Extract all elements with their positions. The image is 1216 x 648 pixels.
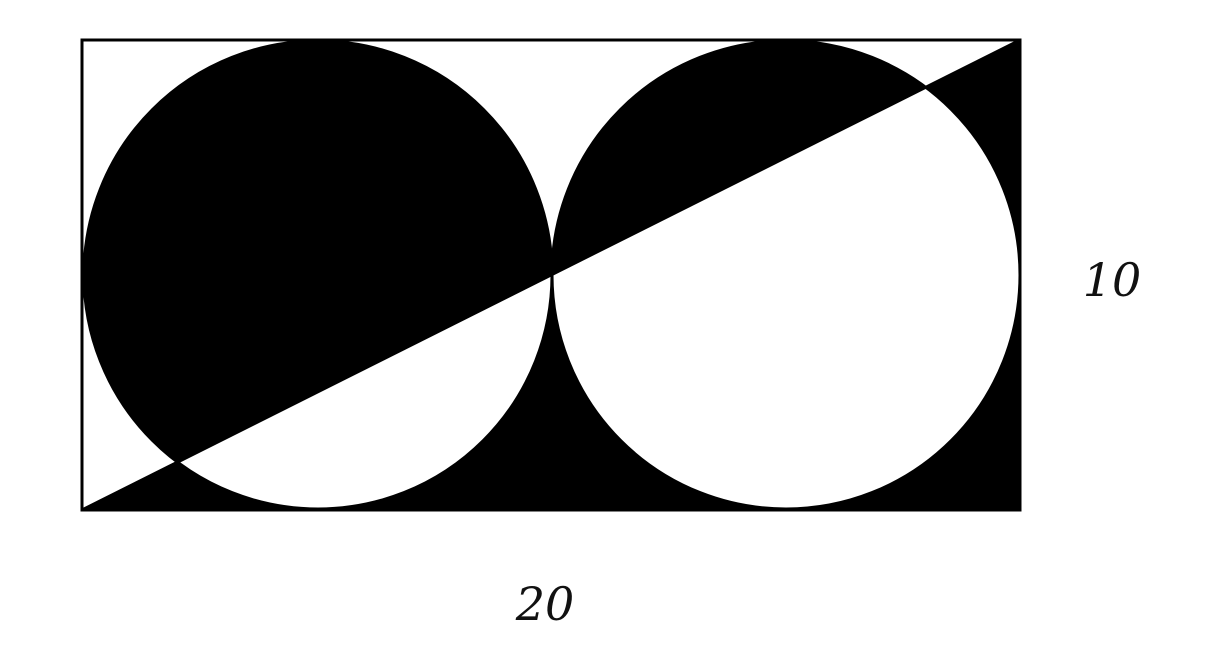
width-label: 20: [515, 577, 575, 631]
diagonal-line: [81, 38, 1021, 512]
height-label: 10: [1083, 253, 1142, 307]
